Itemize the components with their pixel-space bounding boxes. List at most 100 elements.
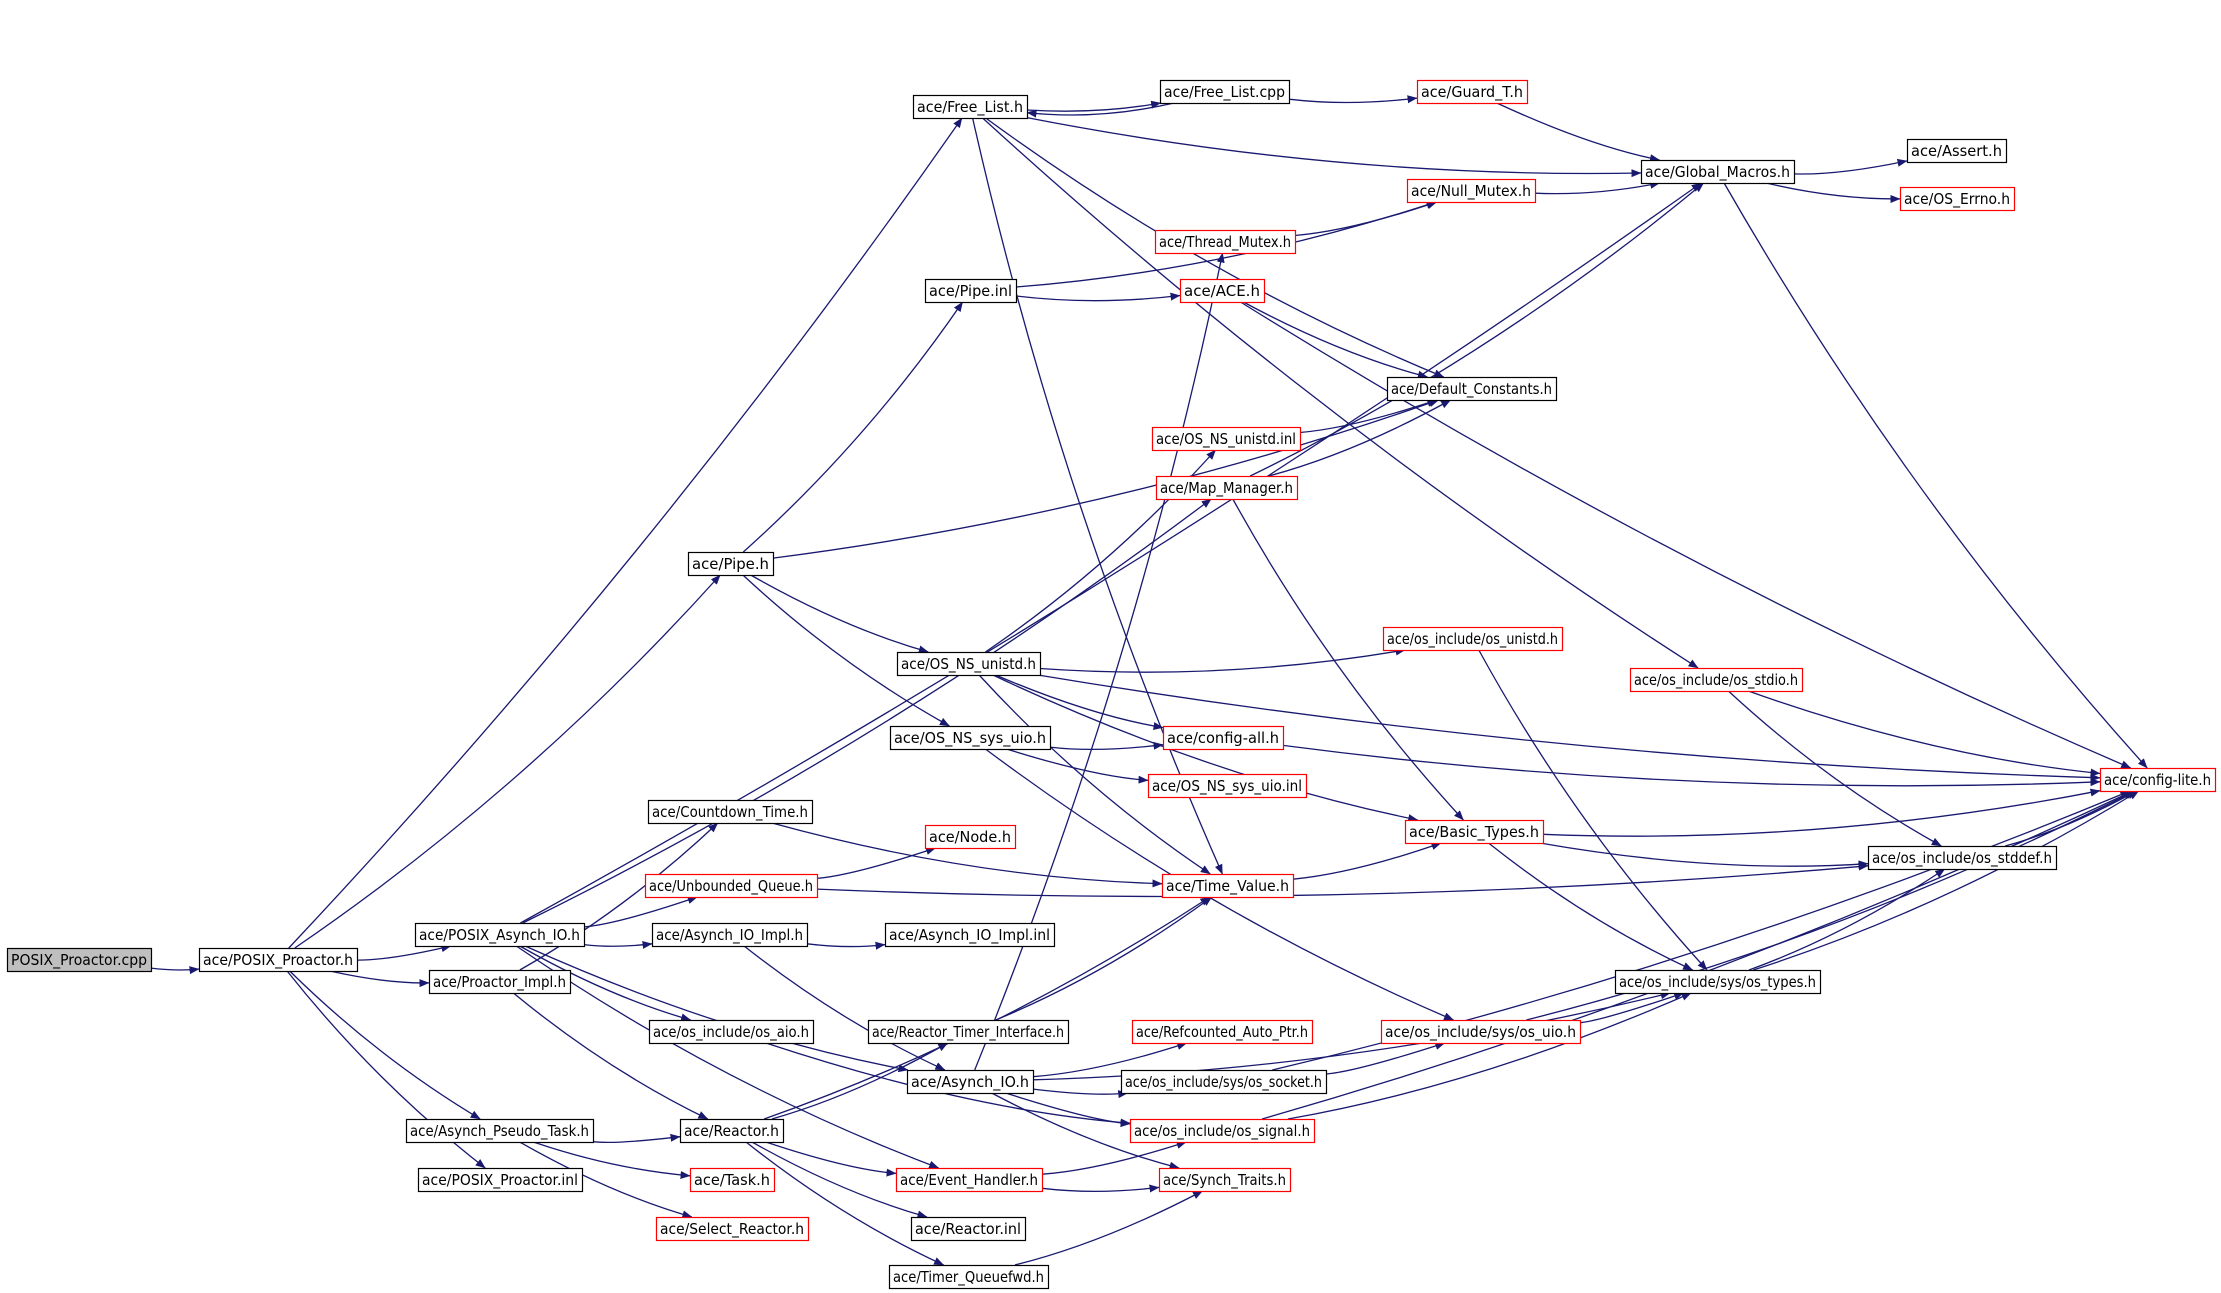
node-label: ace/os_include/sys/os_types.h — [1619, 973, 1816, 992]
node-config-all-h[interactable]: ace/config-all.h — [1162, 725, 1285, 751]
node-label: ace/OS_NS_sys_uio.inl — [1152, 777, 1302, 796]
node-event-handler-h[interactable]: ace/Event_Handler.h — [895, 1167, 1044, 1193]
node-box — [6, 947, 153, 973]
node-asynch-io-impl-h[interactable]: ace/Asynch_IO_Impl.h — [651, 922, 809, 948]
node-label: ace/OS_NS_sys_uio.h — [894, 729, 1046, 748]
edge-proactor-impl-h-to-countdown-time-h — [519, 822, 719, 971]
node-free-list-cpp[interactable]: ace/Free_List.cpp — [1159, 79, 1291, 105]
node-global-macros-h[interactable]: ace/Global_Macros.h — [1640, 159, 1796, 185]
node-label: ace/Pipe.h — [692, 555, 769, 573]
edge-reactor-h-to-event-handler-h — [765, 1141, 897, 1177]
node-basic-types-h[interactable]: ace/Basic_Types.h — [1404, 819, 1545, 845]
node-guard-t-h[interactable]: ace/Guard_T.h — [1416, 79, 1529, 105]
node-box — [1382, 626, 1564, 652]
node-os-ns-unistd-inl[interactable]: ace/OS_NS_unistd.inl — [1151, 426, 1302, 452]
edge-os-include-os-aio-h-to-os-include-os-signal-h — [765, 1042, 1131, 1127]
edge-map-manager-h-to-basic-types-h — [1232, 498, 1464, 821]
node-box — [1159, 79, 1291, 105]
node-reactor-timer-interface-h[interactable]: ace/Reactor_Timer_Interface.h — [867, 1019, 1070, 1045]
node-node-h[interactable]: ace/Node.h — [924, 824, 1017, 850]
node-box — [888, 1264, 1050, 1290]
node-box — [689, 1167, 776, 1193]
edge-event-handler-h-to-synch-traits-h — [1041, 1184, 1160, 1193]
node-box — [1899, 186, 2016, 212]
node-os-include-sys-os-types-h[interactable]: ace/os_include/sys/os_types.h — [1614, 969, 1822, 995]
node-label: ace/Pipe.inl — [929, 282, 1012, 300]
node-default-constants-h[interactable]: ace/Default_Constants.h — [1386, 376, 1558, 402]
edge-unbounded-queue-h-to-os-include-os-stddef-h — [816, 862, 1869, 898]
node-box — [1406, 178, 1537, 204]
node-box — [1151, 426, 1302, 452]
node-os-ns-sys-uio-inl[interactable]: ace/OS_NS_sys_uio.inl — [1147, 773, 1308, 799]
node-select-reactor-h[interactable]: ace/Select_Reactor.h — [655, 1216, 810, 1242]
node-task-h[interactable]: ace/Task.h — [689, 1167, 776, 1193]
node-countdown-time-h[interactable]: ace/Countdown_Time.h — [647, 799, 814, 825]
node-box — [1867, 845, 2058, 871]
edge-pipe-h-to-pipe-inl — [742, 301, 964, 553]
node-box — [405, 1118, 595, 1144]
edge-os-include-os-unistd-h-to-os-include-sys-os-types-h — [1478, 649, 1708, 971]
edge-free-list-h-to-default-constants-h — [985, 117, 1445, 378]
node-os-include-os-unistd-h[interactable]: ace/os_include/os_unistd.h — [1382, 626, 1564, 652]
node-asynch-pseudo-task-h[interactable]: ace/Asynch_Pseudo_Task.h — [405, 1118, 595, 1144]
node-synch-traits-h[interactable]: ace/Synch_Traits.h — [1158, 1167, 1292, 1193]
edge-posix-proactor-h-to-proactor-impl-h — [329, 970, 430, 988]
node-reactor-h[interactable]: ace/Reactor.h — [679, 1118, 785, 1144]
node-map-manager-h[interactable]: ace/Map_Manager.h — [1155, 475, 1299, 501]
node-box — [1640, 159, 1796, 185]
node-reactor-inl[interactable]: ace/Reactor.inl — [910, 1216, 1027, 1242]
node-label: ace/Synch_Traits.h — [1163, 1171, 1286, 1190]
node-null-mutex-h[interactable]: ace/Null_Mutex.h — [1406, 178, 1537, 204]
node-time-value-h[interactable]: ace/Time_Value.h — [1161, 873, 1295, 899]
node-label: POSIX_Proactor.cpp — [11, 951, 147, 970]
node-box — [1154, 229, 1297, 255]
node-box — [1155, 475, 1299, 501]
node-ace-h[interactable]: ace/ACE.h — [1179, 278, 1266, 304]
node-label: ace/OS_NS_unistd.h — [901, 655, 1036, 674]
node-os-include-os-aio-h[interactable]: ace/os_include/os_aio.h — [648, 1019, 815, 1045]
edge-os-ns-unistd-h-to-basic-types-h — [992, 674, 1419, 823]
node-os-ns-unistd-h[interactable]: ace/OS_NS_unistd.h — [896, 651, 1042, 677]
node-asynch-io-impl-inl[interactable]: ace/Asynch_IO_Impl.inl — [884, 922, 1056, 948]
edge-asynch-io-impl-h-to-asynch-io-h — [743, 945, 946, 1071]
node-os-ns-sys-uio-h[interactable]: ace/OS_NS_sys_uio.h — [889, 725, 1052, 751]
edge-os-ns-unistd-h-to-time-value-h — [978, 674, 1211, 875]
node-pipe-h[interactable]: ace/Pipe.h — [687, 551, 775, 577]
node-box — [198, 947, 359, 973]
node-posix-proactor-inl[interactable]: ace/POSIX_Proactor.inl — [417, 1167, 584, 1193]
node-thread-mutex-h[interactable]: ace/Thread_Mutex.h — [1154, 229, 1297, 255]
node-os-include-sys-os-uio-h[interactable]: ace/os_include/sys/os_uio.h — [1380, 1019, 1582, 1045]
node-refcounted-auto-ptr-h[interactable]: ace/Refcounted_Auto_Ptr.h — [1131, 1019, 1314, 1045]
node-label: ace/Unbounded_Queue.h — [649, 877, 813, 896]
node-box — [1614, 969, 1822, 995]
edge-posix-proactor-h-to-pipe-h — [294, 574, 721, 949]
node-timer-queuefwd-h[interactable]: ace/Timer_Queuefwd.h — [888, 1264, 1050, 1290]
node-label: ace/config-all.h — [1167, 729, 1279, 747]
node-assert-h[interactable]: ace/Assert.h — [1906, 138, 2008, 164]
node-posix-asynch-io-h[interactable]: ace/POSIX_Asynch_IO.h — [414, 922, 586, 948]
node-unbounded-queue-h[interactable]: ace/Unbounded_Queue.h — [644, 873, 819, 899]
node-proactor-impl-h[interactable]: ace/Proactor_Impl.h — [428, 969, 572, 995]
node-posix-proactor-h[interactable]: ace/POSIX_Proactor.h — [198, 947, 359, 973]
node-label: ace/Task.h — [694, 1171, 770, 1189]
node-os-errno-h[interactable]: ace/OS_Errno.h — [1899, 186, 2016, 212]
node-label: ace/Default_Constants.h — [1391, 380, 1552, 399]
node-config-lite-h[interactable]: ace/config-lite.h — [2099, 767, 2217, 793]
edge-free-list-h-to-os-include-os-stdio-h — [982, 117, 1699, 669]
node-asynch-io-h[interactable]: ace/Asynch_IO.h — [906, 1069, 1035, 1095]
edge-posix-asynch-io-h-to-unbounded-queue-h — [583, 896, 698, 928]
node-box — [679, 1118, 785, 1144]
node-label: ace/Reactor.inl — [915, 1220, 1021, 1238]
edge-null-mutex-h-to-global-macros-h — [1534, 180, 1661, 195]
node-os-include-sys-os-socket-h[interactable]: ace/os_include/sys/os_socket.h — [1120, 1069, 1328, 1095]
edge-asynch-io-impl-h-to-asynch-io-impl-inl — [806, 941, 886, 950]
node-os-include-os-stdio-h[interactable]: ace/os_include/os_stdio.h — [1629, 667, 1804, 693]
node-os-include-os-stddef-h[interactable]: ace/os_include/os_stddef.h — [1867, 845, 2058, 871]
edge-posix-asynch-io-h-to-asynch-io-h — [524, 945, 909, 1073]
node-pipe-inl[interactable]: ace/Pipe.inl — [924, 278, 1018, 304]
node-os-include-os-signal-h[interactable]: ace/os_include/os_signal.h — [1129, 1118, 1316, 1144]
node-box — [924, 824, 1017, 850]
node-free-list-h[interactable]: ace/Free_List.h — [912, 94, 1029, 120]
